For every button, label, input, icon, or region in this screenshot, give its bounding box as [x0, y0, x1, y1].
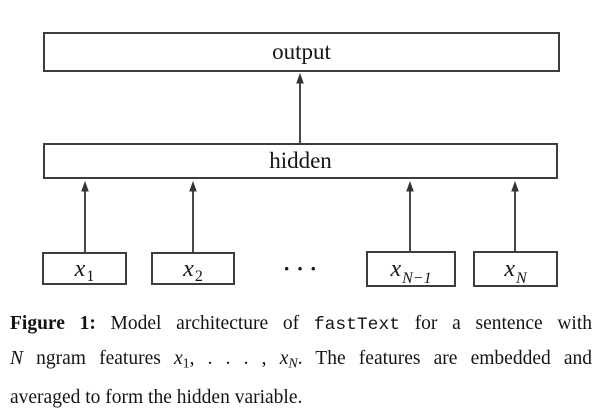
input-sub-xn-minus-1: N−1: [402, 270, 432, 287]
caption-line-3: averaged to form the hidden variable.: [10, 386, 303, 408]
input-sub-xn: N: [515, 270, 527, 287]
arrow-x2-to-hidden: [189, 181, 197, 252]
caption-text: for a sentence with: [399, 313, 593, 334]
caption-line-1: Figure 1: Model architecture of fastText…: [10, 307, 592, 342]
caption-line-2: N ngram features x1, . . . , xN. The fea…: [10, 342, 592, 381]
input-label-x2: x: [183, 255, 194, 282]
arrow-x1-to-hidden: [81, 181, 89, 252]
arrow-xn1-to-hidden: [406, 181, 414, 251]
caption-math-x-sub-1: 1: [182, 355, 190, 372]
input-label-x1: x: [74, 255, 86, 282]
caption-text: ngram features: [23, 348, 174, 369]
caption-fasttext-code: fastText: [313, 315, 400, 335]
caption-text: Model architecture of: [95, 313, 314, 334]
output-layer-box: output: [43, 32, 560, 72]
input-label-xn: x: [504, 256, 515, 282]
caption-text: . The features are embedded and: [297, 348, 593, 369]
caption-figure-label: Figure 1:: [10, 313, 96, 334]
ellipsis-dots: ···: [282, 256, 323, 281]
hidden-layer-label: hidden: [269, 148, 332, 173]
caption-math-dots: , . . . ,: [189, 348, 280, 369]
hidden-layer-box: hidden: [43, 143, 558, 179]
arrow-hidden-to-output: [296, 73, 304, 143]
input-sub-x2: 2: [194, 268, 203, 285]
caption-math-x: x: [173, 348, 183, 369]
caption-var-n: N: [10, 348, 24, 369]
arrow-xn-to-hidden: [511, 181, 519, 251]
input-sub-x1: 1: [86, 268, 95, 285]
input-label-xn-minus-1: x: [390, 256, 402, 282]
caption-math-x-sub-n: N: [288, 355, 298, 372]
output-layer-label: output: [272, 39, 331, 64]
caption-math-x: x: [279, 348, 289, 369]
figure-caption: Figure 1: Model architecture of fastText…: [10, 307, 592, 412]
